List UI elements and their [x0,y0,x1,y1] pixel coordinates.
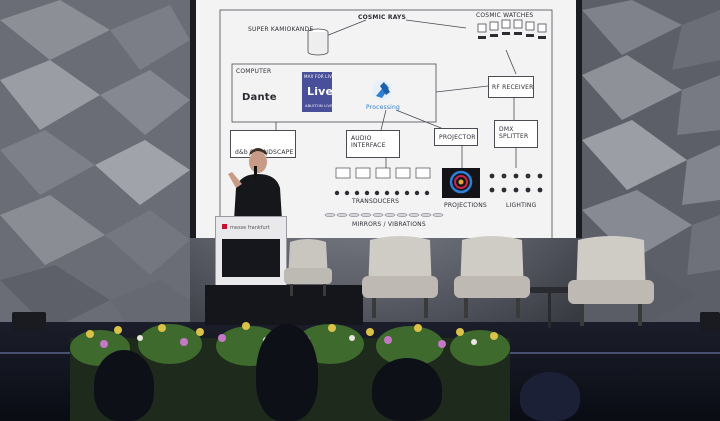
ableton-live-logo: MAX FOR LIVE Live ABLETON LIVE [302,72,335,112]
podium: messe frankfurt [215,216,287,288]
ableton-label: ABLETON LIVE [305,104,333,108]
presenter [228,148,282,220]
projector-box: PROJECTOR [434,128,478,146]
projector-label: PROJECTOR [439,134,476,141]
armchair-3 [454,236,530,318]
dmx-splitter-label: DMX SPLITTER [499,126,529,140]
floor-speaker-right [700,312,720,332]
dmx-splitter-box: DMX SPLITTER [494,120,538,148]
audience-head-1 [94,350,154,421]
armchair-1 [284,239,332,296]
diagram-lines [219,9,553,238]
projections-label: PROJECTIONS [444,202,487,209]
lighting-label: LIGHTING [506,202,537,209]
stage-desk [205,285,363,325]
podium-screen [222,239,280,277]
mirrors-label: MIRRORS / VIBRATIONS [352,221,426,228]
floor-speaker-left [12,312,46,332]
logo-mark-icon [222,224,227,229]
diagram-title: COSMIC RAYS [358,14,407,21]
max-for-live-label: MAX FOR LIVE [304,74,335,79]
audio-interface-box: AUDIO INTERFACE [346,130,400,158]
transducers-label: TRANSDUCERS [352,198,400,205]
podium-logo: messe frankfurt [222,224,270,231]
side-table [530,287,570,293]
podium-logo-text: messe frankfurt [230,225,270,231]
dante-logo: Dante [242,92,277,103]
armchair-4 [568,236,654,326]
audience-head-4 [520,372,580,421]
audience-head-2 [256,324,318,421]
armchair-2 [362,236,438,318]
audio-interface-label: AUDIO INTERFACE [351,135,386,149]
detector-label: SUPER KAMIOKANDE [248,26,314,33]
processing-label: Processing [366,104,401,111]
watches-label: COSMIC WATCHES [476,12,534,19]
rf-receiver-box: RF RECEIVER [488,76,534,98]
wall-pattern-right [582,0,720,330]
audience-head-3 [372,358,442,421]
side-table-leg [548,292,551,328]
wall-pattern-left [0,0,190,330]
rf-receiver-label: RF RECEIVER [492,84,534,91]
live-label: Live [307,85,334,98]
computer-label: COMPUTER [236,68,272,75]
